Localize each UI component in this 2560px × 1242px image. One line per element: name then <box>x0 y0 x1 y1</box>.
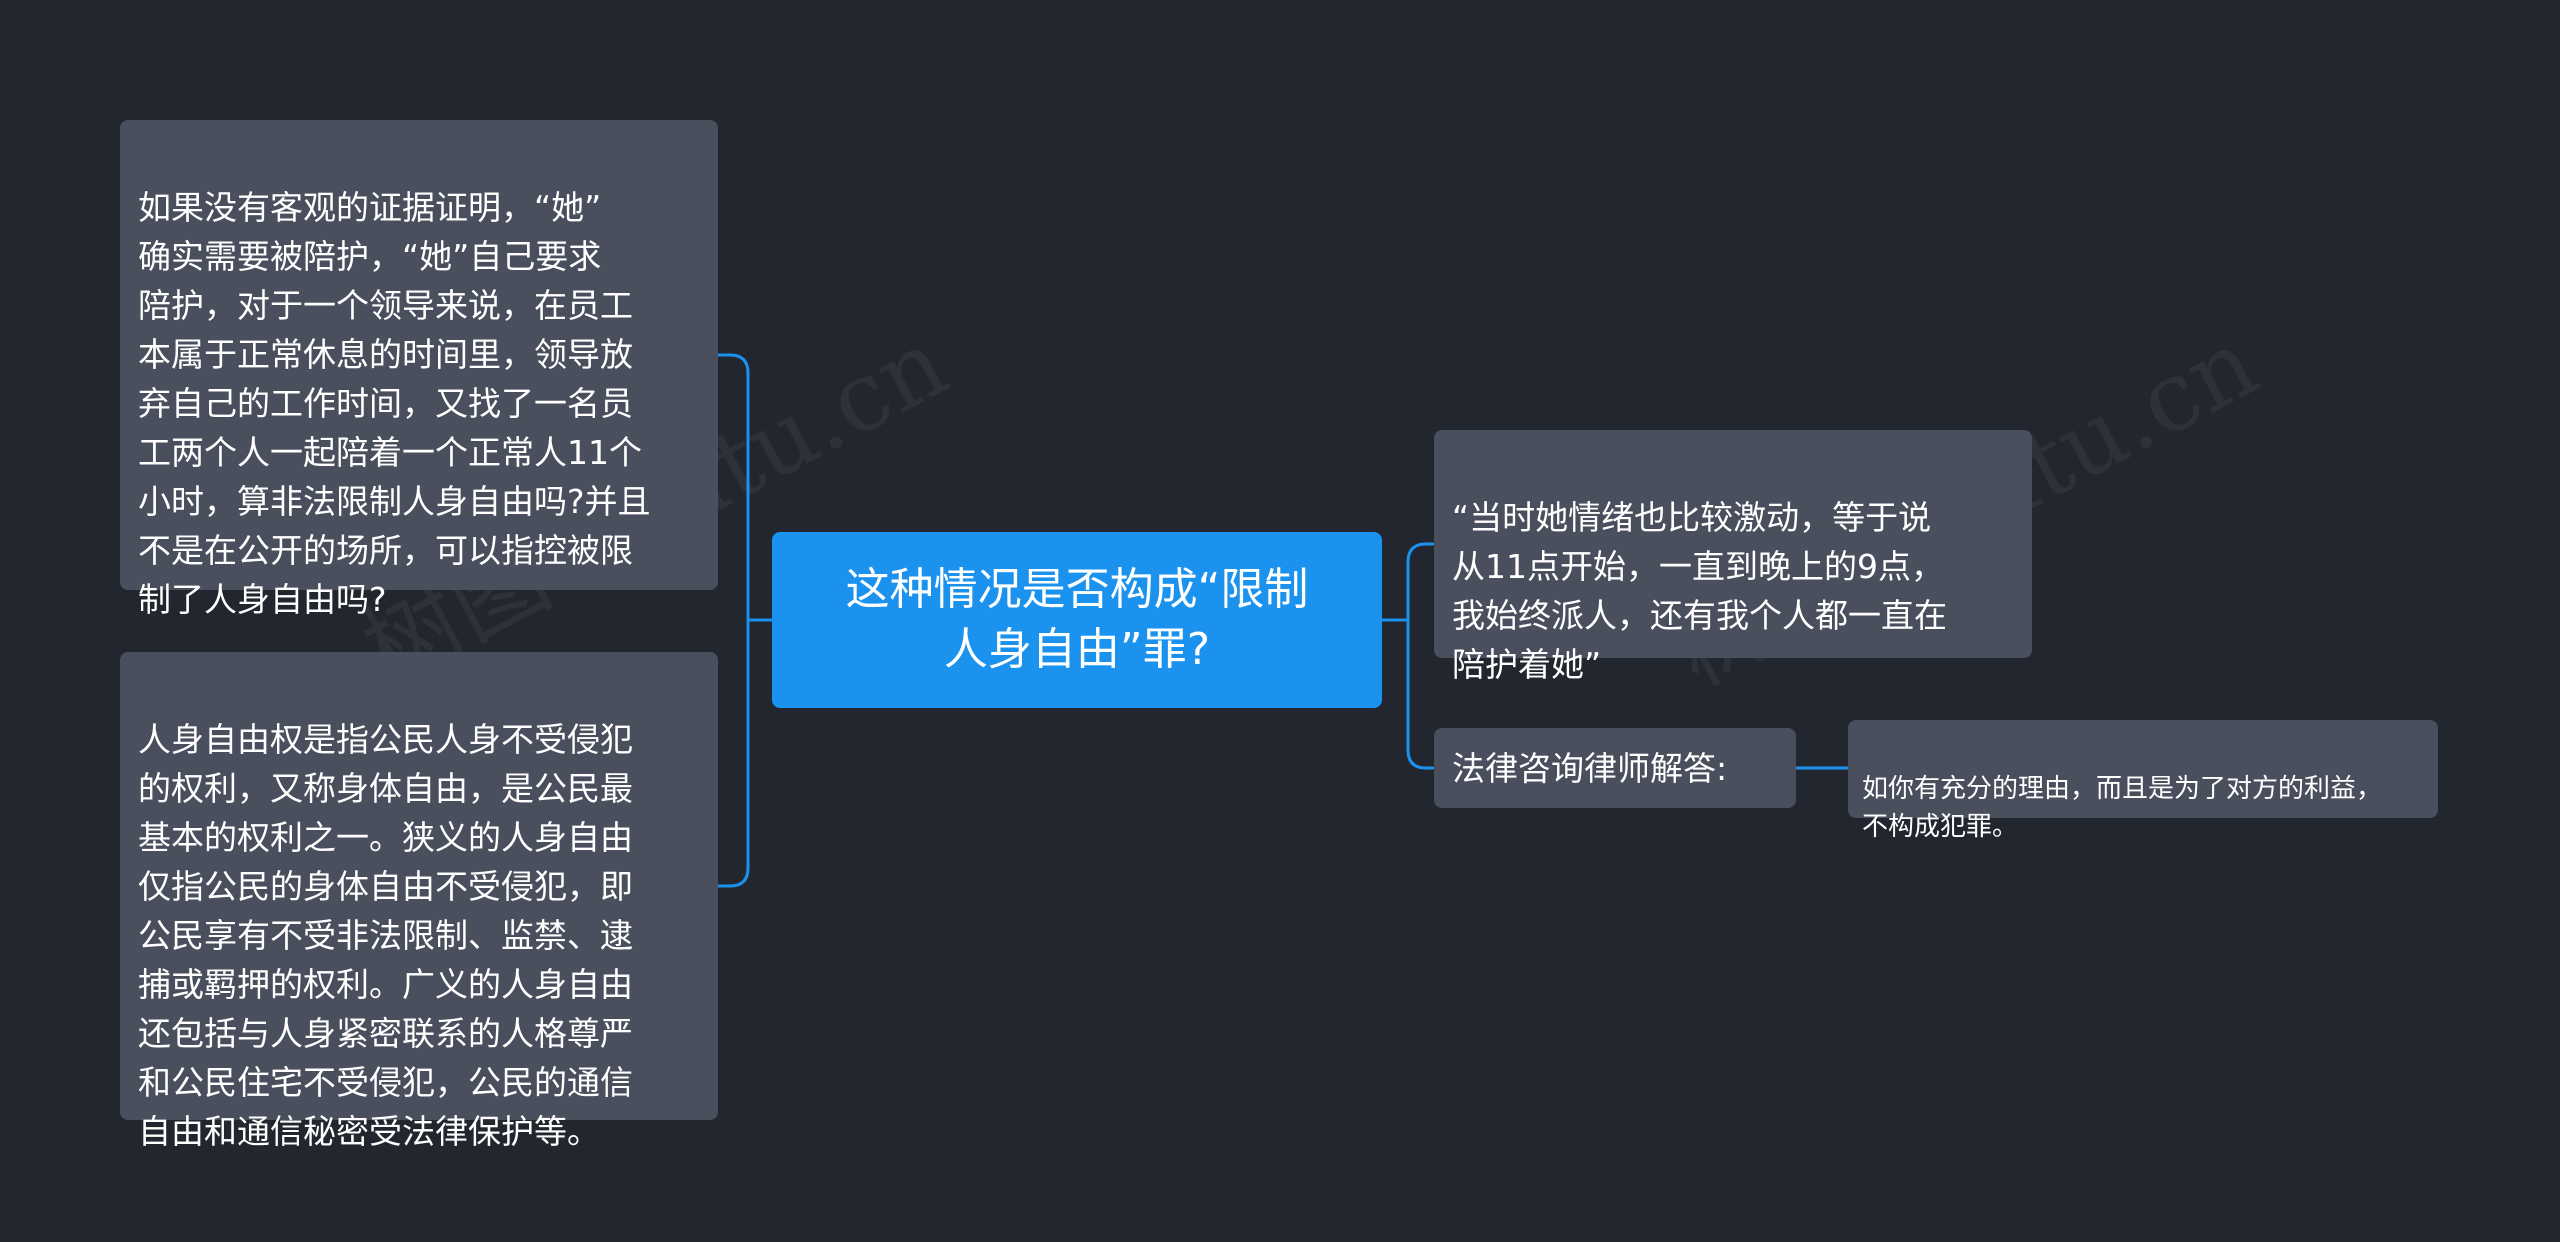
topic-right-1-text: “当时她情绪也比较激动，等于说 从11点开始，一直到晚上的9点， 我始终派人，还… <box>1452 498 1947 684</box>
topic-left-2-text: 人身自由权是指公民人身不受侵犯 的权利，又称身体自由，是公民最 基本的权利之一。… <box>138 720 633 1151</box>
subtopic-right-2-child-text: 如你有充分的理由，而且是为了对方的利益， 不构成犯罪。 <box>1862 774 2383 842</box>
connector-right-1 <box>1406 542 1434 620</box>
connector-left-2 <box>718 620 750 888</box>
central-topic-text: 这种情况是否构成“限制 人身自由”罪? <box>845 564 1309 675</box>
topic-left-1[interactable]: 如果没有客观的证据证明，“她” 确实需要被陪护，“她”自己要求 陪护，对于一个领… <box>120 120 718 619</box>
topic-right-2-text: 法律咨询律师解答: <box>1452 748 1728 788</box>
connector-left-1 <box>718 353 750 620</box>
subtopic-right-2-child[interactable]: 如你有充分的理由，而且是为了对方的利益， 不构成犯罪。 <box>1848 720 2438 842</box>
topic-right-2[interactable]: 法律咨询律师解答: <box>1434 728 1796 808</box>
central-topic[interactable]: 这种情况是否构成“限制 人身自由”罪? <box>772 532 1382 708</box>
connector-right-2 <box>1406 620 1434 770</box>
topic-right-1[interactable]: “当时她情绪也比较激动，等于说 从11点开始，一直到晚上的9点， 我始终派人，还… <box>1434 430 2032 684</box>
topic-left-2[interactable]: 人身自由权是指公民人身不受侵犯 的权利，又称身体自由，是公民最 基本的权利之一。… <box>120 652 718 1151</box>
topic-left-1-text: 如果没有客观的证据证明，“她” 确实需要被陪护，“她”自己要求 陪护，对于一个领… <box>138 188 651 619</box>
